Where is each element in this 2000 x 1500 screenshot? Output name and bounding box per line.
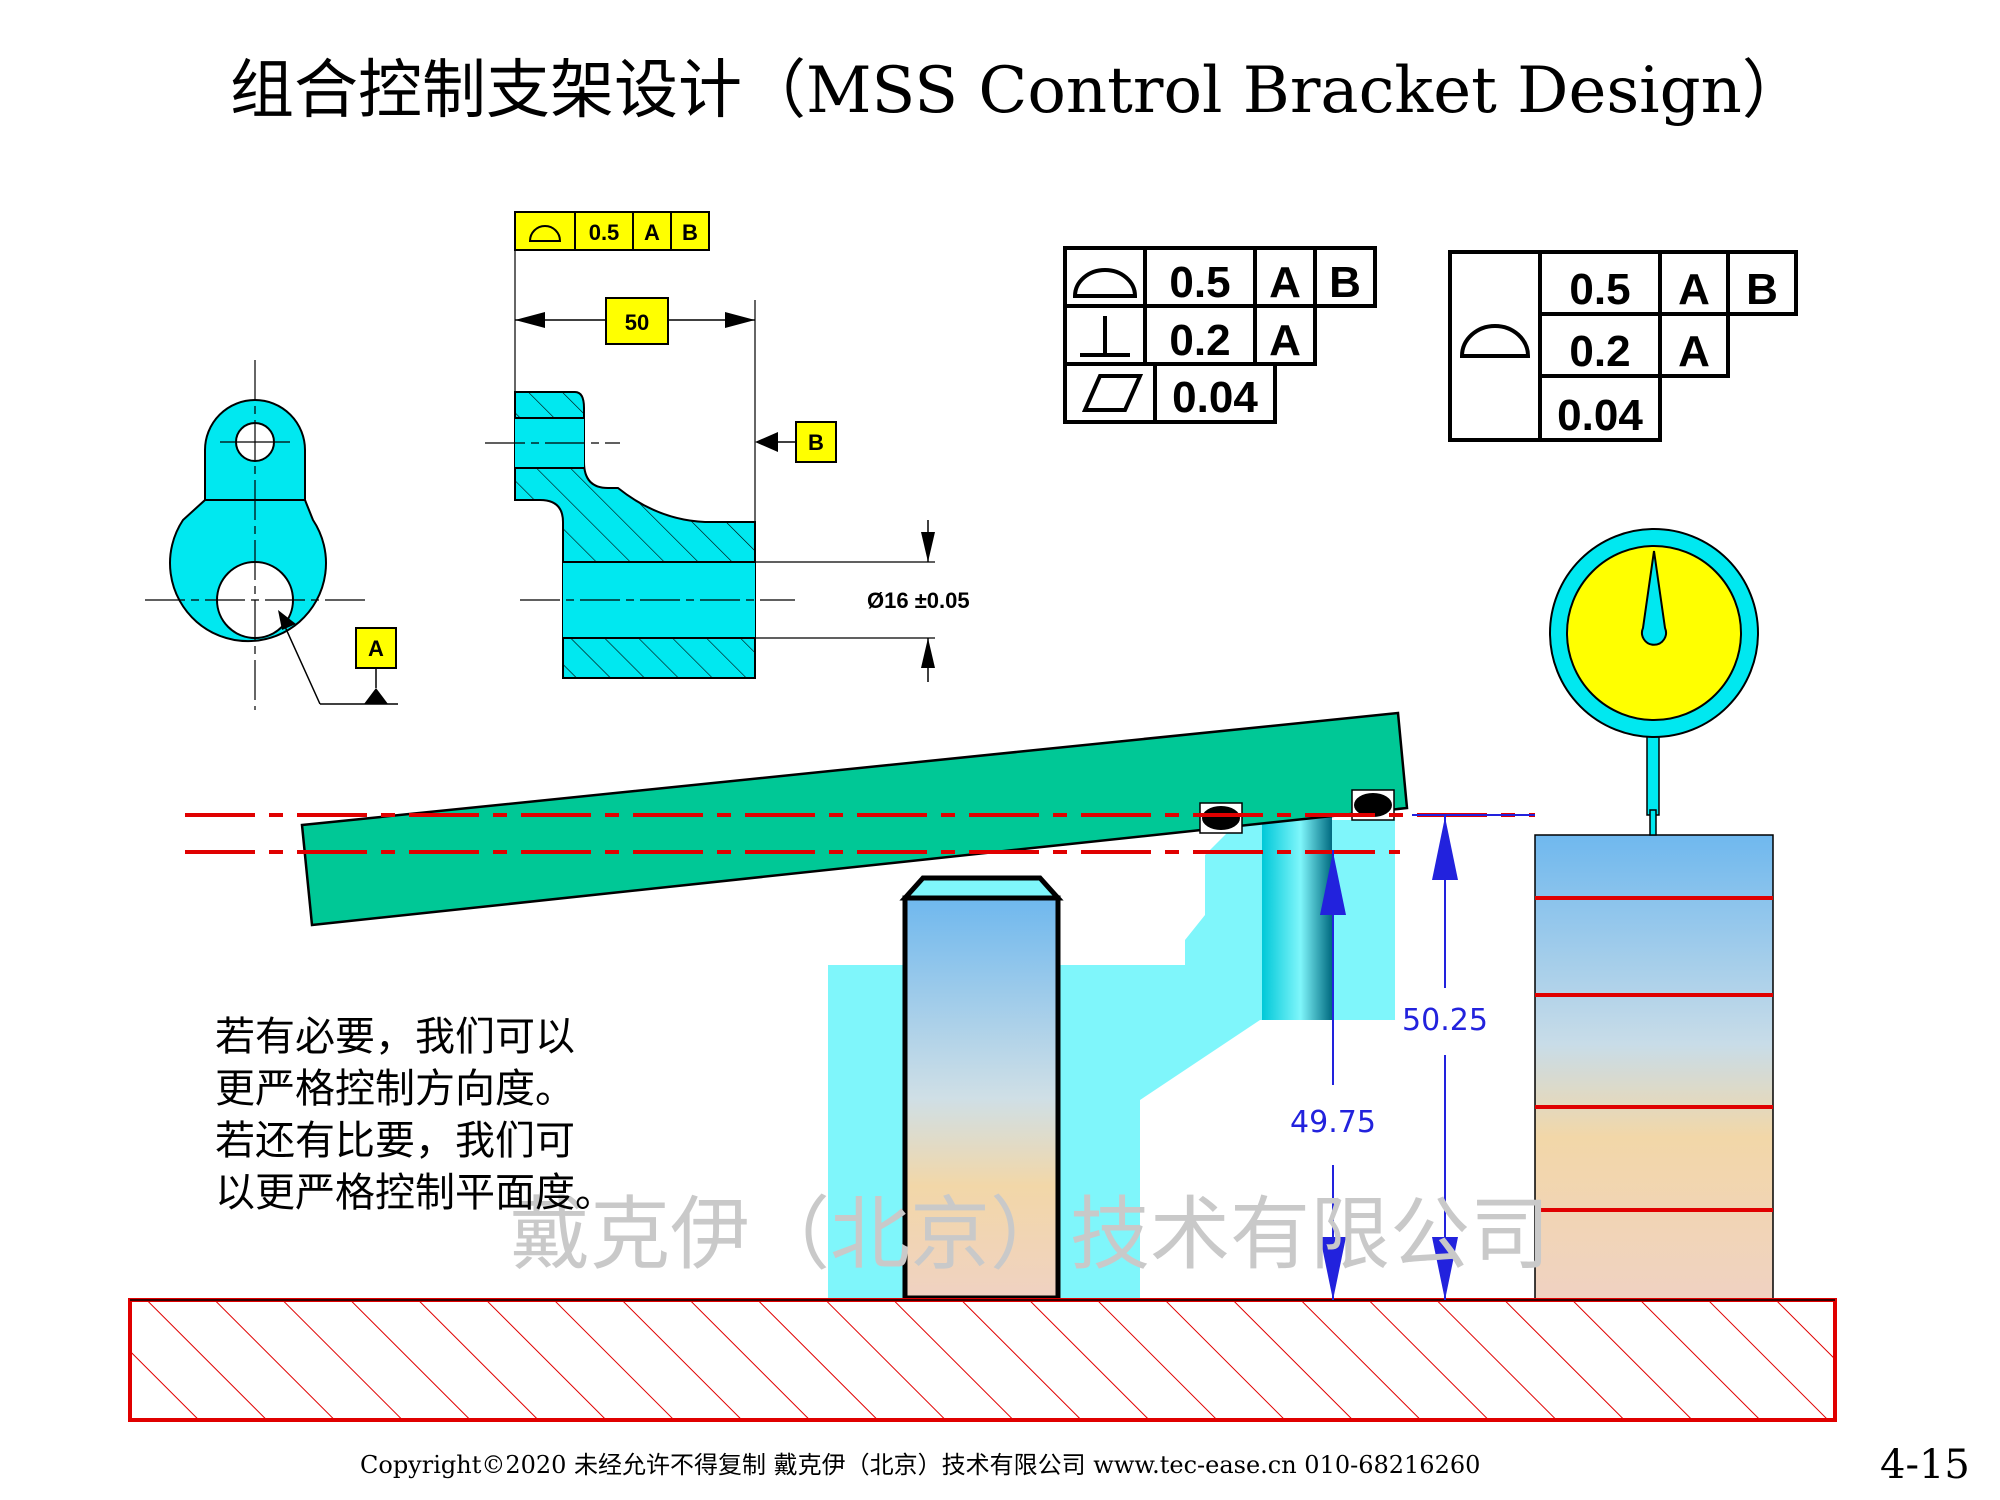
dim-50-25: 50.25 xyxy=(1402,814,1535,1300)
datum-a-box xyxy=(355,627,397,669)
note-line-2: 更严格控制方向度。 xyxy=(215,1066,575,1112)
slide-title: 组合控制支架设计（MSS Control Bracket Design） xyxy=(230,54,1806,128)
diameter-dimension: Ø16 ±0.05 xyxy=(867,588,970,613)
support-block xyxy=(902,895,1061,1301)
fcf-right-row3-tol: 0.04 xyxy=(1557,391,1643,440)
bracket-side-view: 0.5 A B 50 B Ø16 ±0.05 xyxy=(485,211,970,682)
fcf-left-row2-datum-a: A xyxy=(1269,316,1301,365)
height-gauge-column xyxy=(1534,834,1774,1301)
contact-ball-left xyxy=(1202,806,1240,830)
fcf-right-row1-datum-b: B xyxy=(1746,265,1778,314)
page-number: 4-15 xyxy=(1880,1442,1970,1488)
note-line-4: 以更严格控制平面度。 xyxy=(215,1170,615,1216)
bracket-pin xyxy=(1262,815,1332,1020)
profile-surface-icon xyxy=(528,225,562,242)
fcf-left-row3-tol: 0.04 xyxy=(1172,373,1258,422)
datum-b-label: B xyxy=(808,430,824,455)
datum-b-box xyxy=(795,421,837,463)
note-line-1: 若有必要，我们可以 xyxy=(215,1014,575,1060)
datum-a-label: A xyxy=(368,636,384,661)
fcf-left: 0.5 A B 0.2 A 0.04 xyxy=(1063,246,1377,424)
note-line-3: 若还有比要，我们可 xyxy=(215,1118,575,1164)
dim-lower-label: 49.75 xyxy=(1290,1105,1376,1140)
dim-50-label: 50 xyxy=(625,310,649,335)
inspection-setup: 49.75 50.25 xyxy=(128,528,1837,1422)
tilted-plate xyxy=(300,711,1409,927)
fcf-right-row2-datum-a: A xyxy=(1678,327,1710,376)
fcf-right: 0.5 A B 0.2 A 0.04 xyxy=(1448,250,1798,442)
profile-surface-icon xyxy=(1072,268,1138,298)
dial-needle-icon xyxy=(1641,550,1667,646)
small-fcf-datum-2: B xyxy=(682,220,698,245)
contact-ball-right xyxy=(1354,793,1392,817)
bracket-front-view: A xyxy=(145,360,398,710)
flatness-icon xyxy=(1081,374,1144,412)
fcf-left-row1-datum-a: A xyxy=(1269,258,1301,307)
fcf-right-row2-tol: 0.2 xyxy=(1569,327,1630,376)
fcf-left-row1-tol: 0.5 xyxy=(1169,258,1230,307)
perpendicularity-icon xyxy=(1080,316,1130,357)
dim-49-75: 49.75 xyxy=(1290,850,1376,1300)
surface-plate xyxy=(128,1298,1837,1422)
explanatory-note: 若有必要，我们可以 更严格控制方向度。 若还有比要，我们可 以更严格控制平面度。 xyxy=(215,1014,615,1216)
fcf-right-row1-tol: 0.5 xyxy=(1569,265,1630,314)
fcf-right-row1-datum-a: A xyxy=(1678,265,1710,314)
profile-surface-icon xyxy=(1459,324,1531,358)
small-fcf-datum-1: A xyxy=(644,220,660,245)
watermark: 戴克伊（北京）技术有限公司 xyxy=(510,1188,1550,1281)
fcf-left-row2-tol: 0.2 xyxy=(1169,316,1230,365)
small-fcf-tolerance: 0.5 xyxy=(589,220,620,245)
footer-copyright: Copyright©2020 未经允许不得复制 戴克伊（北京）技术有限公司 ww… xyxy=(360,1451,1480,1479)
dim-upper-label: 50.25 xyxy=(1402,1003,1488,1038)
fcf-left-row1-datum-b: B xyxy=(1329,258,1361,307)
